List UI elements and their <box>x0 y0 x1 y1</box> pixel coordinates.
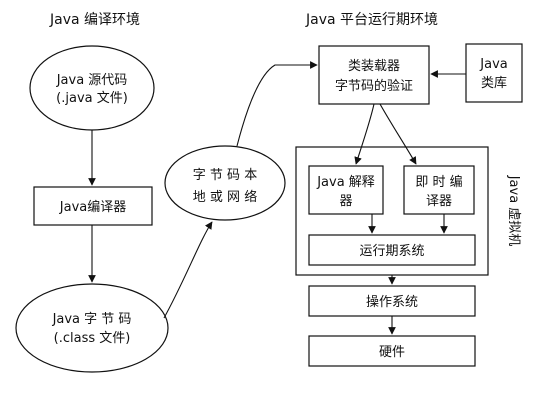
java-library-line1: Java <box>479 57 507 72</box>
runtime-system-box <box>308 234 476 266</box>
compile-env-heading: Java 编译环境 <box>49 12 140 28</box>
interpreter-line1: Java 解释 <box>316 175 375 190</box>
local-or-network-ellipse <box>164 145 286 221</box>
os-label: 操作系统 <box>366 294 418 310</box>
local-or-network-line1: 字 节 码 本 <box>193 168 257 183</box>
arrow-network-to-classloader <box>236 61 318 147</box>
hardware-box <box>308 335 476 367</box>
bytecode-file-line2: (.class 文件) <box>54 331 131 346</box>
bytecode-file-ellipse <box>15 283 169 373</box>
source-code-line1: Java 源代码 <box>56 73 128 88</box>
class-loader-box <box>318 45 430 105</box>
java-library-box <box>465 43 523 103</box>
arrow-classloader-to-jit <box>379 103 417 165</box>
class-loader-line1: 类装载器 <box>348 59 400 74</box>
jit-compiler-line2: 译器 <box>426 194 452 209</box>
jit-compiler-box <box>403 165 475 215</box>
jvm-label: Java 虚拟机 <box>506 175 521 247</box>
source-code-ellipse <box>29 45 155 131</box>
runtime-system-label: 运行期系统 <box>359 244 424 259</box>
bytecode-file-line1: Java 字 节 码 <box>52 312 132 327</box>
arrow-bytecode-to-network <box>163 221 213 319</box>
compiler-label: Java编译器 <box>59 200 126 215</box>
local-or-network-line2: 地 或 网 络 <box>193 189 257 205</box>
hardware-label: 硬件 <box>379 345 405 360</box>
jit-compiler-line1: 即 时 编 <box>415 175 462 190</box>
arrow-classloader-to-interpreter <box>354 103 375 165</box>
class-loader-line2: 字节码的验证 <box>335 78 413 94</box>
java-library-line2: 类库 <box>481 75 507 91</box>
interpreter-box <box>308 165 384 215</box>
runtime-env-heading: Java 平台运行期环境 <box>305 12 438 28</box>
interpreter-line2: 器 <box>339 194 352 209</box>
source-code-line2: (.java 文件) <box>56 91 128 106</box>
os-box <box>308 285 476 317</box>
compiler-box <box>33 186 153 226</box>
